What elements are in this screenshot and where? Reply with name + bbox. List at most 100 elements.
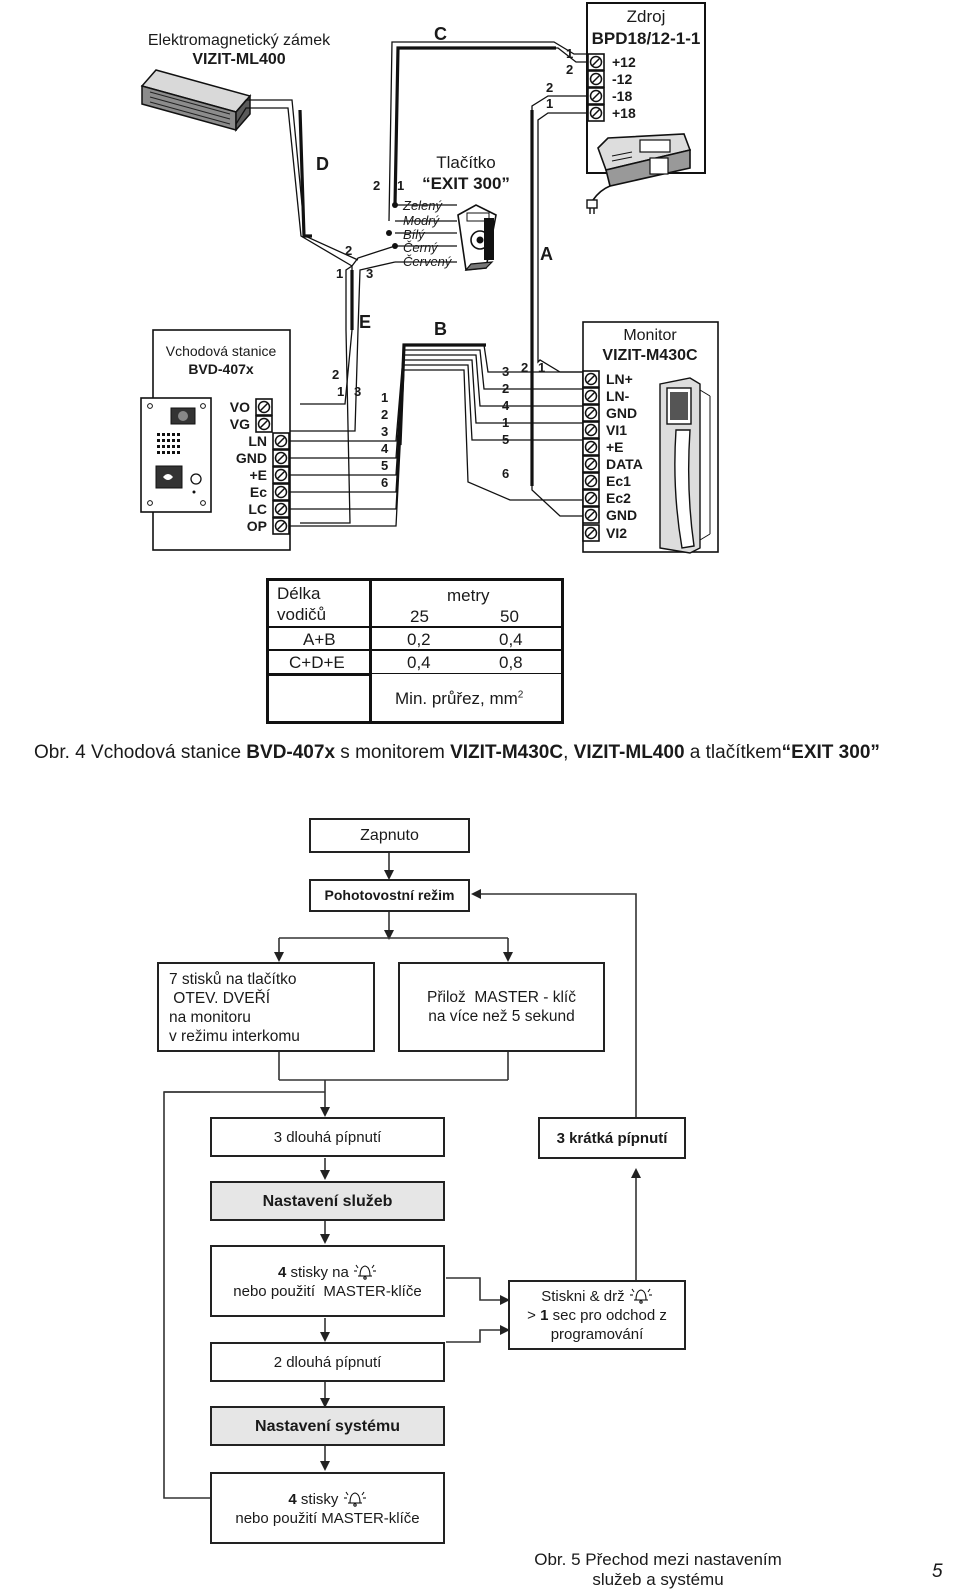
pin-number: 2	[345, 243, 352, 258]
lock-model: VIZIT-ML400	[192, 51, 285, 68]
flow-box-standby: Pohotovostní režim	[309, 879, 470, 912]
button-wire-color: Černý	[403, 240, 439, 255]
station-terminal-label: +E	[249, 467, 267, 483]
figure-caption-4: Obr. 4 Vchodová stanice BVD-407x s monit…	[34, 742, 880, 764]
flow-text: OTEV. DVEŘÍ	[169, 990, 271, 1007]
pin-number: 2	[381, 407, 388, 422]
pin-number: 1	[538, 360, 545, 375]
monitor-terminal-label: VI2	[606, 525, 627, 541]
table-row-label: A+B	[303, 630, 336, 649]
pin-number: 1	[397, 178, 404, 193]
page-number: 5	[932, 1561, 943, 1582]
flow-text: Pohotovostní režim	[324, 887, 455, 903]
flow-text: Zapnuto	[360, 827, 419, 844]
flow-box-master-key: Přilož MASTER - klíč na více než 5 sekun…	[398, 962, 605, 1052]
table-cell: 0,4	[407, 653, 431, 672]
flow-box-services: Nastavení služeb	[210, 1181, 445, 1221]
pin-numbers: 1 2 2 1 2 1 2 1 3 2 1 3 1 2 3 4 5 6 3 2 …	[332, 46, 573, 490]
pin-number: 3	[354, 384, 361, 399]
pin-number: 6	[381, 475, 388, 490]
cable-label-d: D	[316, 154, 329, 174]
pin-number: 1	[546, 96, 553, 111]
station-model: BVD-407x	[188, 361, 254, 377]
pin-number: 1	[337, 384, 344, 399]
monitor-terminal-label: LN+	[606, 371, 633, 387]
caption-text: ,	[563, 742, 574, 763]
table-row-label: C+D+E	[289, 653, 345, 672]
monitor-terminal-label: Ec1	[606, 473, 631, 489]
monitor-terminal-label: VI1	[606, 422, 627, 438]
monitor-terminal-label: Ec2	[606, 490, 631, 506]
table-footer: Min. průřez, mm2	[395, 689, 523, 709]
monitor-terminal-label: GND	[606, 405, 637, 421]
wiring-diagram: Elektromagnetický zámek VIZIT-ML400 Zdro…	[140, 2, 719, 554]
monitor-device-icon	[659, 377, 711, 554]
pin-number: 3	[381, 424, 388, 439]
caption-text: Obr. 4 Vchodová stanice	[34, 742, 247, 763]
flow-box-3-long: 3 dlouhá pípnutí	[210, 1117, 445, 1157]
flow-box-system: Nastavení systému	[210, 1406, 445, 1446]
flow-box-hold: Stiskni & drž > 1 sec pro odchod z progr…	[508, 1280, 686, 1350]
wire-length-table: Délka vodičů metry 25 50 A+B 0,2 0,4 C+D…	[266, 578, 564, 724]
pin-number: 1	[381, 390, 388, 405]
monitor-terminal-label: GND	[606, 507, 637, 523]
pin-number: 2	[502, 381, 509, 396]
flow-text: Stiskni & drž	[541, 1288, 629, 1305]
station-terminal-label: OP	[247, 518, 267, 534]
pin-number: 4	[381, 441, 389, 456]
station-terminal-label: Ec	[250, 484, 267, 500]
pin-number: 2	[521, 360, 528, 375]
pin-number: 2	[332, 367, 339, 382]
station-terminal-label: LC	[248, 501, 267, 517]
monitor-terminal-label: +E	[606, 439, 624, 455]
button-wire-color: Bílý	[403, 227, 426, 242]
bell-icon	[629, 1288, 653, 1304]
station-panel-icon	[140, 397, 212, 513]
flow-box-4-presses-system: 4 stisky nebo použití MASTER-klíče	[210, 1472, 445, 1544]
pin-number: 3	[502, 364, 509, 379]
psu-title: Zdroj	[627, 7, 666, 26]
station-terminal-label: VG	[230, 416, 250, 432]
flow-text: Nastavení systému	[255, 1417, 400, 1435]
table-col-50: 50	[500, 607, 519, 626]
monitor-model: VIZIT-M430C	[602, 347, 698, 364]
flow-text: nebo použití MASTER-klíče	[233, 1282, 422, 1300]
psu-terminal-label: -12	[612, 71, 632, 87]
wires	[235, 41, 588, 527]
flow-box-2-long: 2 dlouhá pípnutí	[210, 1342, 445, 1382]
psu-terminal-label: +12	[612, 54, 636, 70]
cable-label-e: E	[359, 312, 371, 332]
monitor-terminal-label: DATA	[606, 456, 643, 472]
button-wire-color: Modrý	[403, 213, 441, 228]
flow-text: na více než 5 sekund	[428, 1008, 575, 1025]
pin-number: 1	[566, 46, 573, 61]
pin-number: 5	[502, 432, 509, 447]
thick-cable-segments	[298, 46, 556, 486]
psu-terminal-label: -18	[612, 88, 632, 104]
flow-text: v režimu interkomu	[169, 1028, 300, 1045]
caption-line: služeb a systému	[592, 1570, 724, 1589]
table-footer-text: Min. průřez, mm	[395, 689, 518, 708]
flow-box-3-short: 3 krátká pípnutí	[538, 1117, 686, 1159]
caption-text: s monitorem	[335, 742, 451, 763]
station-terminal-label: VO	[230, 399, 250, 415]
table-col-25: 25	[410, 607, 429, 626]
wire-junction	[392, 202, 398, 208]
flow-box-4-presses: 4 stisky na nebo použití MASTER-klíče	[210, 1245, 445, 1317]
caption-bold: VIZIT-ML400	[573, 742, 685, 763]
table-cell: 0,2	[407, 630, 431, 649]
caption-bold: “EXIT 300”	[781, 742, 880, 763]
flow-text: 2 dlouhá pípnutí	[273, 1353, 382, 1371]
pin-number: 2	[373, 178, 380, 193]
flow-text: 3 dlouhá pípnutí	[273, 1128, 382, 1146]
table-header-length: Délka	[277, 584, 321, 603]
pin-number: 1	[336, 266, 343, 281]
flow-text: Přilož MASTER - klíč	[427, 989, 576, 1006]
monitor-terminals	[582, 370, 600, 542]
pin-number: 4	[502, 398, 510, 413]
flow-text: >	[527, 1307, 541, 1324]
caption-text: a tlačítkem	[684, 742, 782, 763]
flow-text: sec pro odchod z	[548, 1307, 667, 1324]
psu-model: BPD18/12-1-1	[592, 29, 701, 48]
lock-title: Elektromagnetický zámek	[148, 32, 331, 49]
